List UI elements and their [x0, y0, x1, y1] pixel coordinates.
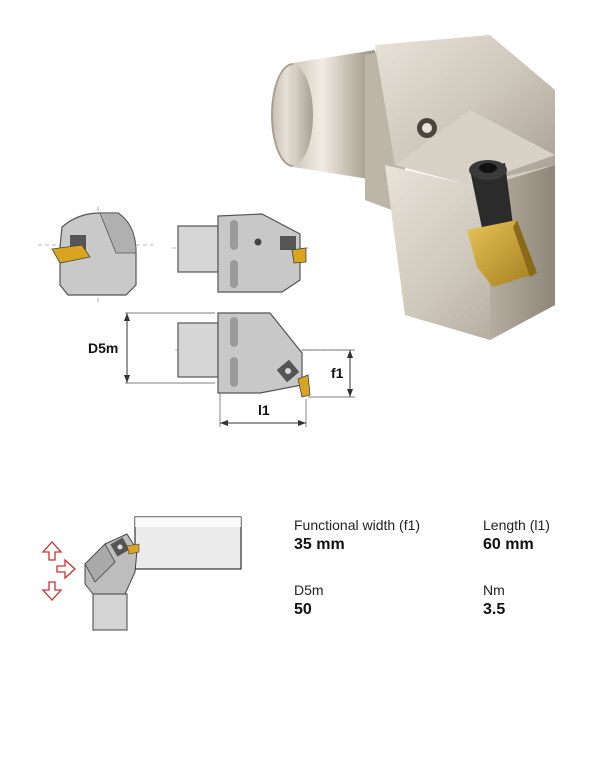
arrow-right-icon [56, 558, 76, 580]
spec-label: D5m [294, 582, 324, 598]
spec-d5m: D5m 50 [294, 582, 324, 619]
arrow-down-icon [41, 581, 63, 601]
orientation-diagram [41, 516, 242, 631]
spec-functional-width: Functional width (f1) 35 mm [294, 517, 420, 554]
toolholder-photo [271, 35, 555, 340]
spec-label: Functional width (f1) [294, 517, 421, 533]
spec-label: Nm [483, 582, 505, 598]
spec-nm: Nm 3.5 [483, 582, 505, 619]
spec-length: Length (l1) 60 mm [483, 517, 550, 554]
drawing-dimension-view [124, 312, 355, 427]
drawing-top-view [172, 213, 310, 293]
l1-dimension-label: l1 [258, 402, 270, 418]
spec-value: 50 [294, 601, 312, 618]
f1-dimension-label: f1 [331, 365, 344, 381]
spec-value: 60 mm [483, 536, 534, 553]
drawing-side-view [38, 207, 153, 303]
spec-value: 3.5 [483, 601, 506, 618]
spec-label: Length (l1) [483, 517, 550, 533]
spec-value: 35 mm [294, 536, 345, 553]
arrow-up-icon [41, 541, 63, 561]
d5m-dimension-label: D5m [88, 340, 119, 356]
